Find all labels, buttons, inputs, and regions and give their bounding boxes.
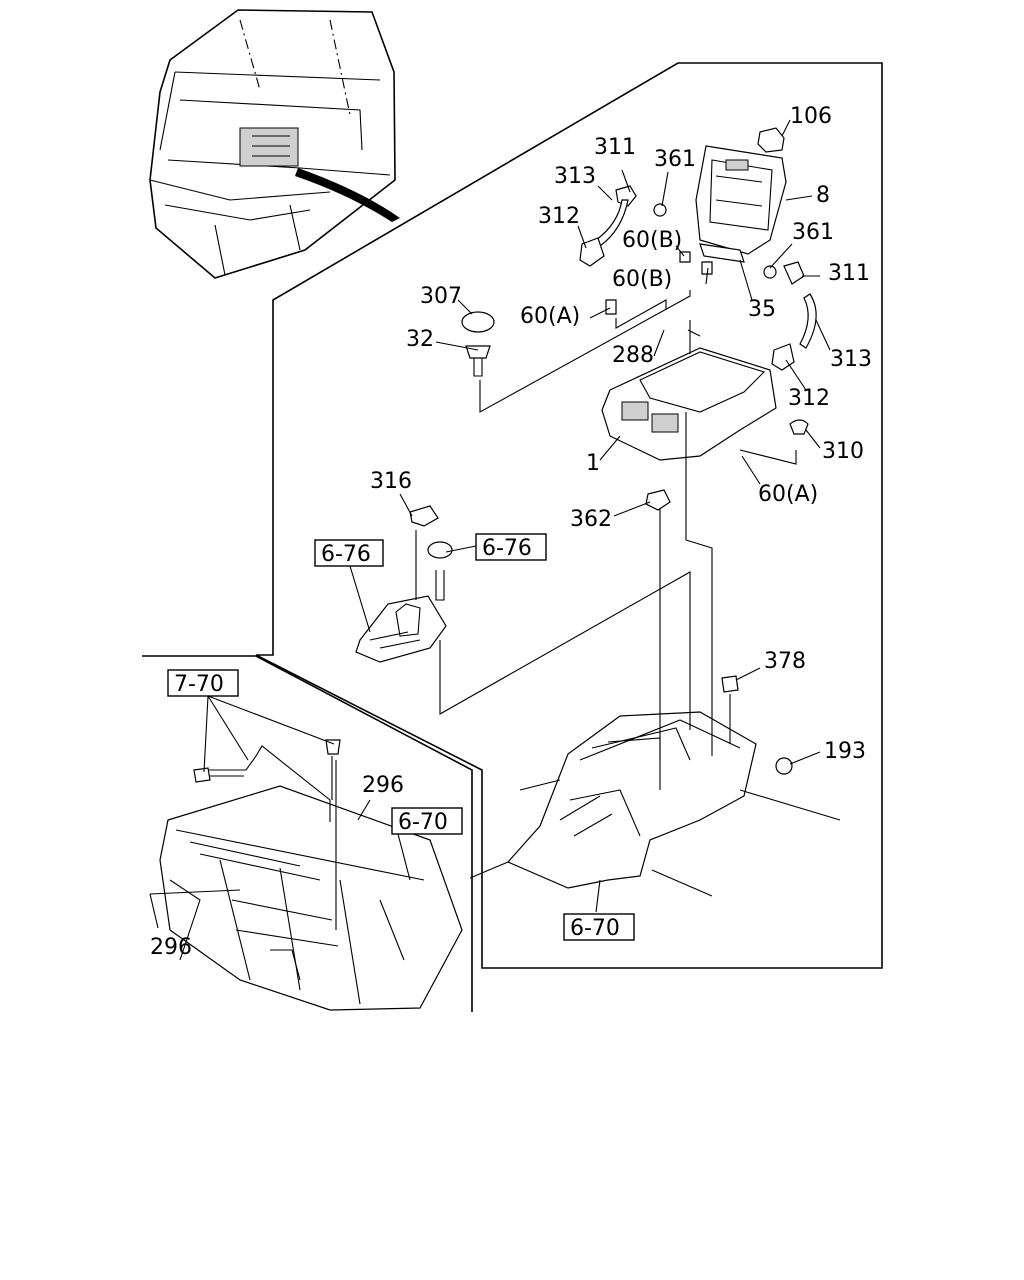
label-193: 193 (824, 739, 866, 764)
label-378: 378 (764, 649, 806, 674)
label-312-upper: 312 (538, 204, 580, 229)
ref-box-6-70-upper: 6-70 (391, 807, 463, 835)
label-362: 362 (570, 507, 612, 532)
knob-6-76 (427, 541, 453, 601)
label-361-lower: 361 (792, 220, 834, 245)
main-frame (255, 62, 883, 969)
cap-378 (721, 675, 739, 693)
ref-box-6-70-lower: 6-70 (563, 913, 635, 941)
ref-7-70: 7-70 (174, 672, 224, 697)
cab-overview (149, 9, 400, 279)
console-lid-8 (695, 145, 787, 255)
assembly-lines (335, 290, 797, 930)
label-316: 316 (370, 469, 412, 494)
label-288: 288 (612, 343, 654, 368)
label-312-lower: 312 (788, 386, 830, 411)
floor-panel (159, 785, 463, 1011)
ref-box-7-70: 7-70 (167, 669, 239, 697)
label-1: 1 (586, 451, 600, 476)
label-35: 35 (748, 297, 776, 322)
label-106: 106 (790, 104, 832, 129)
label-311-upper: 311 (594, 135, 636, 160)
screw-32 (465, 345, 491, 377)
label-296-lower: 296 (150, 935, 192, 960)
ref-box-6-76-right: 6-76 (475, 533, 547, 561)
part-labels: 106 311 361 313 8 312 60(B) 361 60(B) 31… (150, 104, 872, 960)
ref-6-70-lower: 6-70 (570, 916, 620, 941)
clip-362 (645, 489, 671, 511)
cap-307 (461, 311, 495, 333)
label-60a-upper: 60(A) (520, 304, 580, 329)
label-307: 307 (420, 284, 462, 309)
label-60b-upper: 60(B) (622, 228, 682, 253)
shift-base (355, 595, 447, 663)
clip-106 (757, 127, 785, 153)
label-296-upper: 296 (362, 773, 404, 798)
ref-6-70-upper: 6-70 (398, 810, 448, 835)
label-361-upper: 361 (654, 147, 696, 172)
label-313-lower: 313 (830, 347, 872, 372)
ref-6-76-right: 6-76 (482, 536, 532, 561)
console-body-1 (601, 320, 777, 461)
floor-frame (142, 655, 473, 1012)
label-310: 310 (822, 439, 864, 464)
label-60b-lower: 60(B) (612, 267, 672, 292)
label-313-upper: 313 (554, 164, 596, 189)
floor-console (469, 711, 841, 897)
ref-6-76-left: 6-76 (321, 542, 371, 567)
bracket-35 (699, 243, 745, 263)
label-8: 8 (816, 183, 830, 208)
ref-box-6-76-left: 6-76 (314, 539, 384, 567)
nut-193 (775, 757, 793, 775)
label-60a-lower: 60(A) (758, 482, 818, 507)
label-32: 32 (406, 327, 434, 352)
brace-bar (193, 739, 341, 822)
leader-lines (149, 119, 831, 929)
clip-316 (409, 505, 439, 527)
label-311-lower: 311 (828, 261, 870, 286)
